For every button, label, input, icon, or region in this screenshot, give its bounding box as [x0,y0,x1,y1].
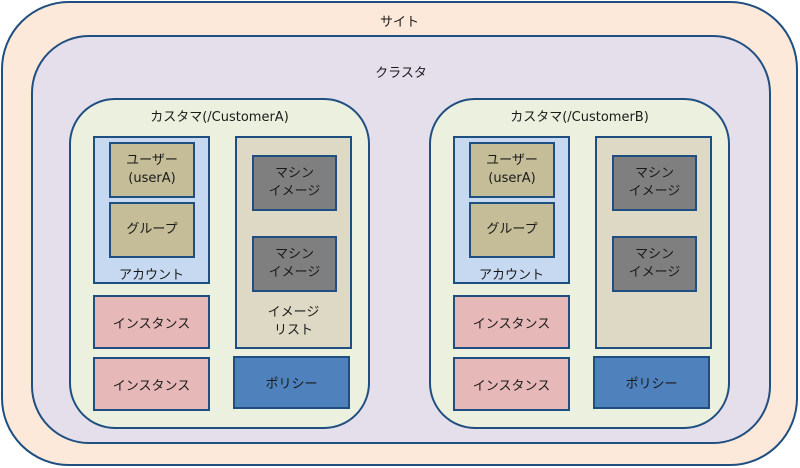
instance-label: インスタンス [472,316,551,332]
instance-box: インスタンス [453,357,570,411]
account-box: ユーザー (userA) グループ アカウント [453,136,570,284]
cluster-label: クラスタ [375,66,427,81]
user-label: ユーザー (userA) [486,153,538,186]
policy-box: ポリシー [593,356,710,409]
instance-box: インスタンス [93,357,210,411]
policy-box: ポリシー [233,356,350,409]
image-list-label: イメージ リスト [267,305,320,338]
image-list-box: マシン イメージ マシン イメージ イメージ リスト [235,136,352,349]
policy-label: ポリシー [625,377,678,392]
instance-box: インスタンス [453,295,570,349]
site-label: サイト [379,15,419,30]
user-box: ユーザー (userA) [469,142,555,198]
machine-image-label: マシン イメージ [628,166,681,199]
user-label: ユーザー (userA) [126,153,178,186]
instance-label: インスタンス [112,378,191,394]
image-list-box: マシン イメージ マシン イメージ [595,136,712,349]
machine-image-label: マシン イメージ [628,247,681,280]
user-box: ユーザー (userA) [109,142,195,198]
account-box: ユーザー (userA) グループ アカウント [93,136,210,284]
customer-a-container: カスタマ(/CustomerA) ユーザー (userA) グループ アカウント… [69,98,370,429]
group-label: グループ [126,222,178,237]
machine-image-box: マシン イメージ [612,236,697,292]
customer-b-label: カスタマ(/CustomerB) [510,110,649,125]
customer-a-label: カスタマ(/CustomerA) [150,110,289,125]
instance-label: インスタンス [112,316,191,332]
account-label: アカウント [118,268,184,283]
group-label: グループ [486,222,538,237]
group-box: グループ [109,202,195,258]
machine-image-label: マシン イメージ [268,166,321,199]
machine-image-box: マシン イメージ [252,236,337,292]
instance-box: インスタンス [93,295,210,349]
machine-image-box: マシン イメージ [612,155,697,211]
account-label: アカウント [478,268,544,283]
instance-label: インスタンス [472,378,551,394]
policy-label: ポリシー [265,377,318,392]
group-box: グループ [469,202,555,258]
machine-image-box: マシン イメージ [252,155,337,211]
customer-b-container: カスタマ(/CustomerB) ユーザー (userA) グループ アカウント… [429,98,730,429]
machine-image-label: マシン イメージ [268,247,321,280]
